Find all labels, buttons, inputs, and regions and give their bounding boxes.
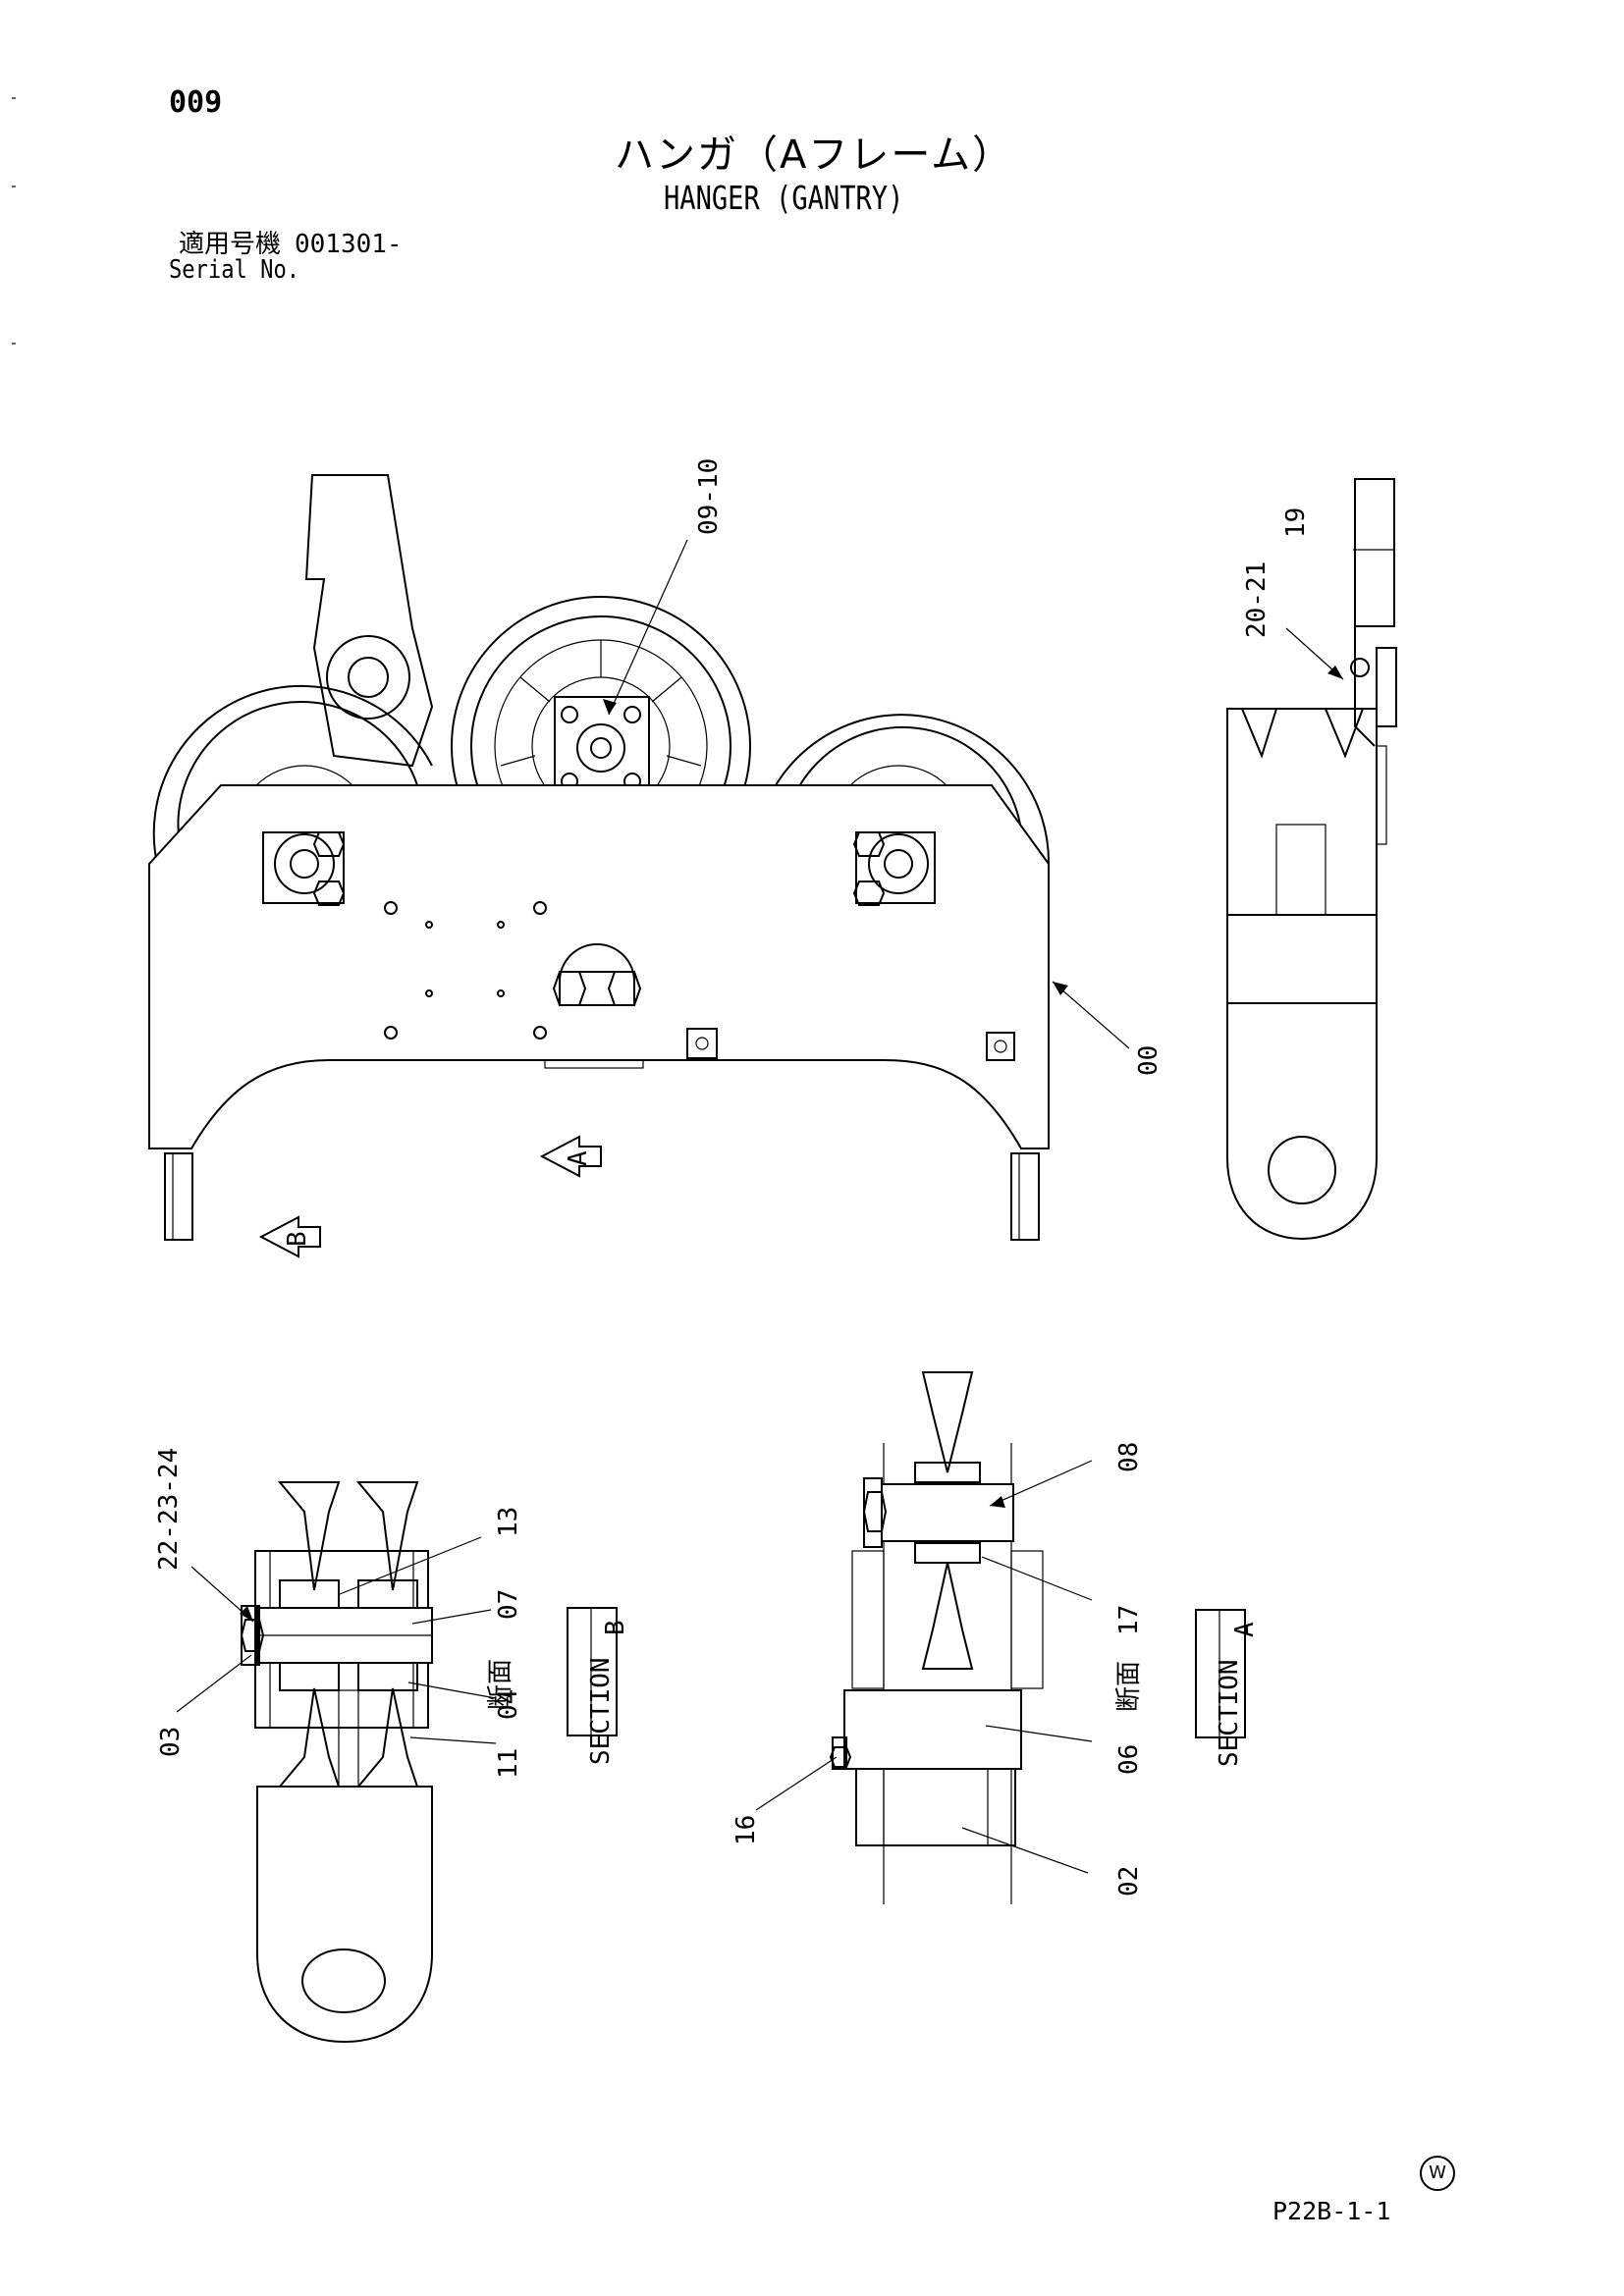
serial-number-value: 001301- [295,230,403,259]
callout-16: 16 [731,1815,761,1845]
view-marker-a: A [539,1135,602,1178]
title-english: HANGER (GANTRY) [664,179,904,217]
page-code: P22B-1-1 [1272,2197,1391,2225]
view-marker-b: B [258,1215,321,1258]
callout-00: 00 [1134,1045,1164,1076]
section-b-en: SECTION [586,1657,616,1765]
callout-06: 06 [1114,1744,1144,1775]
section-b-letter: B [601,1620,630,1635]
page-number: 009 [169,85,223,120]
section-a-en: SECTION [1215,1659,1244,1767]
serial-label-english: Serial No. [169,255,300,285]
callout-17: 17 [1114,1605,1144,1635]
section-b-jp: 断面 [486,1659,515,1710]
callout-04: 04 [494,1689,523,1720]
section-b-view [240,1481,433,2044]
callout-22-23-24: 22-23-24 [154,1448,184,1571]
callout-07: 07 [494,1589,523,1620]
side-view [1226,478,1397,1241]
callout-11: 11 [494,1748,523,1779]
title-japanese: ハンガ（Aフレーム） [615,133,1014,178]
section-b-label: 断面 SECTION B [486,1607,630,1765]
callout-labels: 09-10 19 20-21 00 22-23-24 13 07 04 11 0… [154,458,1311,1896]
section-a-jp: 断面 [1114,1661,1144,1712]
section-a-view [829,1371,1044,1904]
callout-08: 08 [1114,1442,1144,1472]
callout-19: 19 [1281,507,1311,538]
section-a-label: 断面 SECTION A [1114,1609,1260,1767]
serial-label-japanese: 適用号機 [179,230,282,259]
callout-02: 02 [1114,1866,1144,1896]
view-marker-a-label: A [564,1150,593,1166]
front-view [148,474,1051,1241]
watermark-circle: W [1420,2156,1455,2191]
scan-marks [12,97,16,345]
section-a-letter: A [1230,1622,1260,1637]
callout-20-21: 20-21 [1242,561,1272,638]
callout-13: 13 [494,1507,523,1537]
view-marker-b-label: B [283,1231,312,1247]
leader-arrowheads [240,666,1343,1622]
callout-03: 03 [156,1727,186,1757]
callout-09-10: 09-10 [694,458,724,535]
